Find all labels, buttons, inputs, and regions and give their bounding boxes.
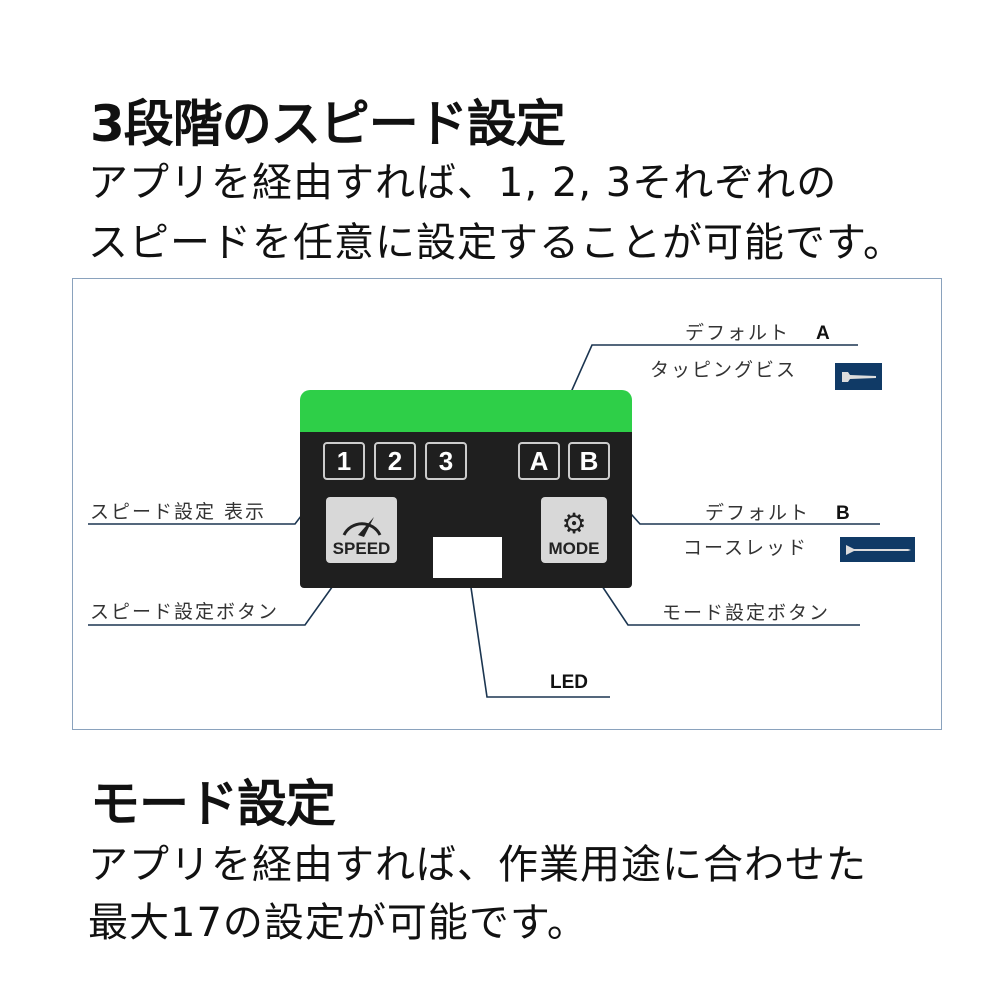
speed-section-text-1: アプリを経由すれば、1, 2, 3それぞれの	[88, 160, 838, 206]
speedometer-icon	[342, 517, 381, 537]
coarse-thread-screw-icon	[840, 537, 915, 562]
device-green-bar	[300, 390, 632, 434]
gear-icon: ⚙	[561, 508, 587, 539]
speed-display-label: スピード設定 表示	[90, 501, 267, 523]
mode-button-callout-label: モード設定ボタン	[662, 602, 831, 624]
speed-key-2: 2	[374, 442, 416, 480]
default-b-desc: コースレッド	[683, 537, 809, 559]
mode-button: ⚙ MODE	[541, 497, 607, 563]
speed-key-3: 3	[425, 442, 467, 480]
mode-key-a: A	[518, 442, 560, 480]
speed-button-label: SPEED	[332, 539, 391, 558]
mode-section-text-2: 最大17の設定が可能です。	[88, 900, 588, 946]
default-a-desc: タッピングビス	[650, 359, 798, 381]
speed-section-title: 3段階のスピード設定	[90, 95, 566, 153]
led-label: LED	[550, 672, 588, 693]
mode-button-label: MODE	[548, 539, 600, 558]
speed-button: SPEED	[326, 497, 397, 563]
speed-key-1: 1	[323, 442, 365, 480]
diagram-frame	[72, 278, 942, 730]
speed-section-text-2: スピードを任意に設定することが可能です。	[88, 220, 904, 266]
led-window	[433, 537, 502, 578]
speed-button-callout-label: スピード設定ボタン	[90, 601, 280, 623]
mode-key-b: B	[568, 442, 610, 480]
mode-section-title: モード設定	[90, 775, 336, 833]
mode-section-text-1: アプリを経由すれば、作業用途に合わせた	[88, 842, 867, 888]
tapping-screw-icon	[835, 363, 882, 390]
line-led	[466, 559, 610, 698]
